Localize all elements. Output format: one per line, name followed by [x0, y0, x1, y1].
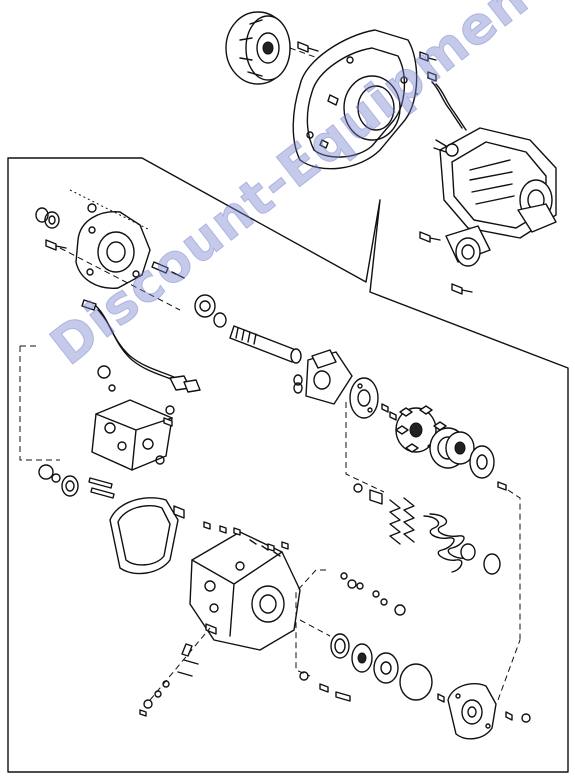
main-pump-assembly — [433, 127, 557, 239]
adjuster-screw-set — [139, 643, 199, 717]
seal-ring-shaft — [213, 312, 227, 328]
spring-large — [423, 513, 467, 573]
collar-ring — [293, 374, 303, 394]
small-clip — [151, 261, 185, 279]
leader-right-2 — [507, 489, 521, 640]
wire-harness-top — [431, 81, 463, 129]
leader-lower — [295, 569, 326, 677]
spring-cap — [460, 543, 476, 561]
plug-fitting — [353, 483, 383, 505]
drive-shaft — [229, 325, 302, 364]
bushing — [61, 475, 79, 497]
bolt-housing-side — [205, 623, 217, 635]
seal-rings-left — [35, 207, 60, 229]
gear-rotor — [373, 652, 399, 684]
charge-pump-cover — [447, 682, 497, 740]
swashplate-bracket — [305, 349, 353, 405]
fitting-plug — [173, 505, 185, 519]
leader-left-1 — [19, 346, 60, 461]
o-rings-small — [97, 365, 116, 392]
bellhousing-adapter — [292, 29, 418, 170]
solenoid-control-block — [91, 399, 173, 471]
small-fastener-pair — [381, 403, 397, 421]
housing-gasket — [109, 497, 179, 575]
fastener-right — [497, 481, 507, 491]
bearing — [194, 294, 216, 318]
bolt-top-left — [297, 41, 319, 53]
seal-rings-lower — [330, 633, 350, 659]
pump-housing — [189, 531, 301, 651]
flange-adapter-top — [445, 225, 491, 267]
bearing-large — [429, 427, 475, 469]
valve-plate — [349, 377, 379, 419]
leader-right-1 — [345, 402, 385, 493]
small-parts-row — [340, 572, 406, 616]
end-cover-plate — [75, 211, 151, 289]
retainer-plate — [469, 445, 495, 479]
o-rings-lower-left — [38, 464, 61, 483]
bolt-cover — [45, 203, 97, 251]
spring-small — [389, 497, 415, 545]
fasteners-bottom — [299, 671, 351, 702]
washer-small — [521, 713, 531, 723]
gear-plate — [351, 643, 373, 673]
bolt-bellhousing — [419, 51, 437, 82]
flywheel-coupling — [225, 11, 291, 85]
sensor-wire-harness — [81, 299, 201, 393]
bolt-lower-flange — [419, 231, 441, 243]
pin-set — [88, 477, 115, 499]
bolt-flange-bottom — [451, 283, 473, 295]
housing-bolts — [203, 521, 289, 552]
o-ring-large — [399, 663, 433, 701]
fitting-small — [163, 405, 175, 427]
cylinder-block — [395, 405, 447, 453]
inset-frame — [7, 157, 569, 773]
seal-ring-right — [483, 553, 501, 575]
bolt-cover-lower — [437, 693, 513, 721]
